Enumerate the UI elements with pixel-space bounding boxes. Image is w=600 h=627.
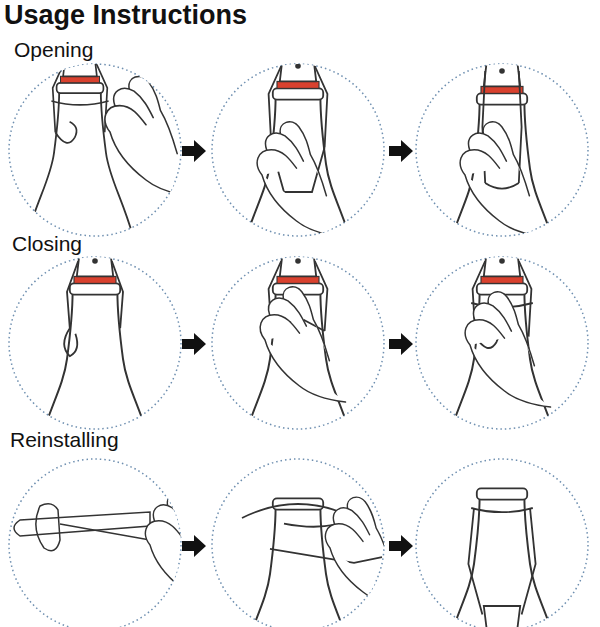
closing-step-3 bbox=[432, 248, 572, 527]
text: Opening bbox=[14, 38, 93, 61]
section-label: Reinstalling bbox=[10, 428, 119, 452]
closing-step-2 bbox=[228, 248, 368, 527]
reinstall-step-2 bbox=[228, 497, 407, 627]
section-label: Opening bbox=[14, 38, 93, 62]
section-label: Closing bbox=[12, 232, 82, 256]
text: Usage Instructions bbox=[4, 0, 247, 30]
text: Reinstalling bbox=[10, 428, 119, 451]
step-circles bbox=[9, 64, 588, 627]
closing-step-1 bbox=[25, 248, 165, 527]
reinstall-step-3 bbox=[432, 488, 572, 627]
step-arrows bbox=[182, 140, 413, 557]
text: Closing bbox=[12, 232, 82, 255]
opening-step-1 bbox=[15, 50, 194, 309]
page-title: Usage Instructions bbox=[4, 0, 247, 31]
reinstall-step-1 bbox=[14, 494, 227, 604]
